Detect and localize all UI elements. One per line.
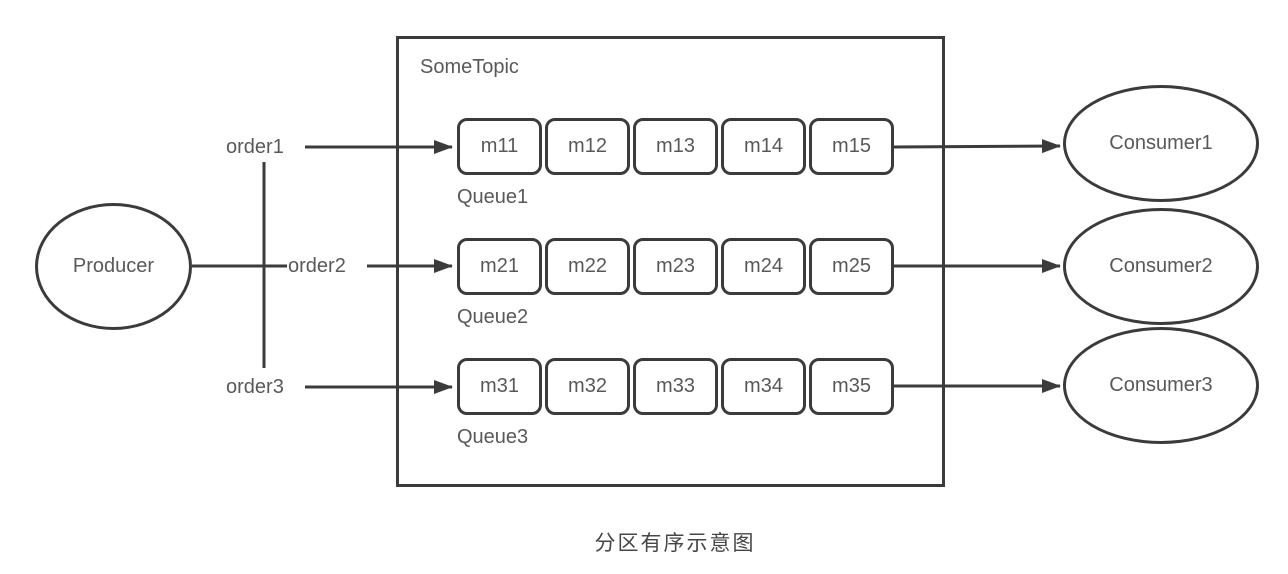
message-box: m33 — [633, 358, 718, 415]
queue1-label: Queue1 — [457, 186, 529, 208]
message-box: m25 — [809, 238, 894, 295]
queue1-row: m11 m12 m13 m14 m15 — [457, 118, 894, 175]
order-label-2: order2 — [288, 255, 346, 277]
consumer1-node: Consumer1 — [1063, 85, 1259, 202]
consumer3-label: Consumer3 — [1109, 374, 1213, 396]
message-box: m15 — [809, 118, 894, 175]
message-box: m14 — [721, 118, 806, 175]
producer-label: Producer — [72, 255, 155, 277]
message-box: m13 — [633, 118, 718, 175]
queue3-row: m31 m32 m33 m34 m35 — [457, 358, 894, 415]
message-box: m32 — [545, 358, 630, 415]
message-box: m22 — [545, 238, 630, 295]
message-box: m34 — [721, 358, 806, 415]
message-box: m23 — [633, 238, 718, 295]
consumer2-label: Consumer2 — [1109, 255, 1213, 277]
message-box: m21 — [457, 238, 542, 295]
order-label-3: order3 — [226, 376, 284, 398]
consumer3-node: Consumer3 — [1063, 327, 1259, 444]
consumer1-label: Consumer1 — [1109, 132, 1213, 154]
queue3-label: Queue3 — [457, 426, 529, 448]
diagram-caption: 分区有序示意图 — [594, 532, 756, 555]
queue2-row: m21 m22 m23 m24 m25 — [457, 238, 894, 295]
queue2-label: Queue2 — [457, 306, 529, 328]
consumer2-node: Consumer2 — [1063, 208, 1259, 325]
order-label-1: order1 — [226, 136, 284, 158]
message-box: m11 — [457, 118, 542, 175]
message-box: m31 — [457, 358, 542, 415]
producer-node: Producer — [35, 203, 192, 330]
message-box: m24 — [721, 238, 806, 295]
topic-box — [396, 36, 945, 487]
topic-label: SomeTopic — [420, 56, 519, 78]
message-box: m12 — [545, 118, 630, 175]
message-box: m35 — [809, 358, 894, 415]
